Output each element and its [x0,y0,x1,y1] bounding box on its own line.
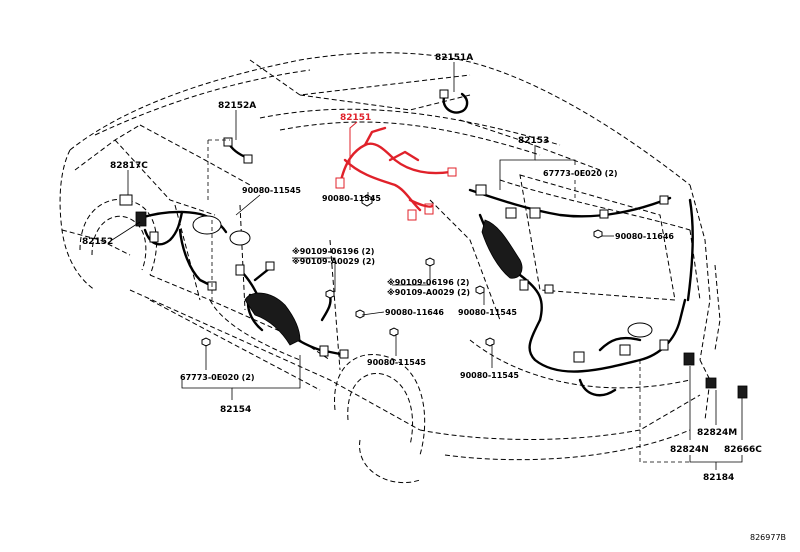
label-90080-11545-d: 90080-11545 [367,358,426,367]
harness-82152 [119,194,251,291]
label-82152A: 82152A [218,101,256,111]
harness-82151 [335,126,457,221]
label-82151A: 82151A [435,53,473,63]
bolt-icon [325,289,335,299]
vehicle-outline [59,52,721,484]
bolt-icon [593,229,603,239]
harness-82153 [468,184,694,397]
leader-lines [111,62,743,470]
label-90109-A0029-b: ※90109-A0029 (2) [387,287,470,297]
bolt-icon [201,337,211,347]
label-82824N: 82824N [670,445,709,455]
label-90109-06196-b: ※90109-06196 (2) [387,277,469,287]
label-82817C: 82817C [110,161,148,171]
bolt-icon [389,327,399,337]
label-90109-A0029-a: ※90109-A0029 (2) [292,256,375,266]
bolt-icon [361,194,373,207]
label-90109-06196-a: ※90109-06196 (2) [292,246,374,256]
harness-82154 [235,261,349,359]
harness-82151A [439,89,469,114]
label-82154: 82154 [220,405,251,415]
harness-82152A [223,137,253,164]
bolt-icons [201,194,603,347]
label-90080-11545-c: 90080-11545 [458,308,517,317]
drawing-reference: 826977B [750,533,786,542]
label-90080-11545-b: 90080-11545 [322,194,381,203]
label-82184: 82184 [703,473,734,483]
connector-82824N [683,352,695,366]
label-90080-11545-a: 90080-11545 [242,186,301,195]
label-90080-11545-e: 90080-11545 [460,371,519,380]
part-labels: 82151A 82152A 82151 82153 82817C 67773-0… [82,53,786,542]
label-82151: 82151 [340,113,371,123]
label-90080-11646-b: 90080-11646 [385,308,444,317]
label-82666C: 82666C [724,445,762,455]
bolt-icon [355,309,365,319]
label-82152: 82152 [82,237,113,247]
label-82153: 82153 [518,136,549,146]
label-67773-0E020-right: 67773-0E020 (2) [543,169,618,178]
bolt-icon [425,257,435,267]
bolt-icon [475,285,485,295]
bolt-icon [485,337,495,347]
label-90080-11646-a: 90080-11646 [615,232,674,241]
label-67773-0E020-left: 67773-0E020 (2) [180,373,255,382]
connector-82824M [705,377,717,389]
connector-82666C [737,385,748,399]
label-82824M: 82824M [697,428,737,438]
